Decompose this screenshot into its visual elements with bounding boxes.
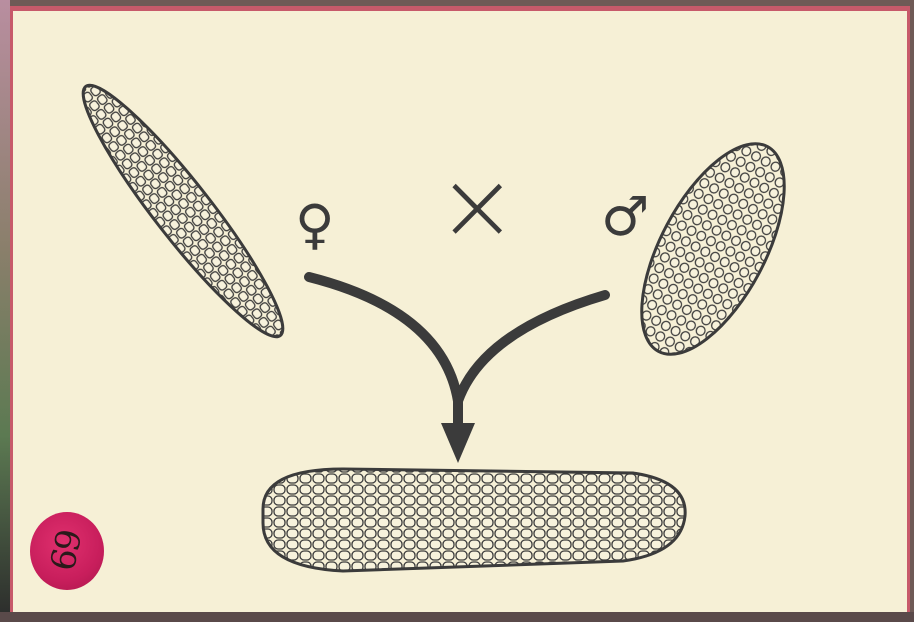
illustration-card: ♀ × ♂ — [10, 6, 910, 616]
female-symbol: ♀ — [295, 193, 335, 256]
page-edge-bottom — [0, 612, 914, 622]
cross-symbol: × — [437, 150, 517, 262]
figure-number: 69 — [43, 528, 90, 575]
male-symbol: ♂ — [601, 185, 649, 248]
corn-cob-offspring-icon — [263, 469, 685, 571]
cross-diagram: ♀ × ♂ — [13, 11, 910, 616]
arrow-head-icon — [441, 423, 475, 463]
cross-arrow-icon — [309, 277, 605, 429]
corn-cob-female-icon — [64, 69, 303, 352]
figure-number-badge: 69 — [30, 512, 104, 590]
corn-cob-male-icon — [613, 122, 814, 376]
page-edge-left — [0, 0, 10, 622]
